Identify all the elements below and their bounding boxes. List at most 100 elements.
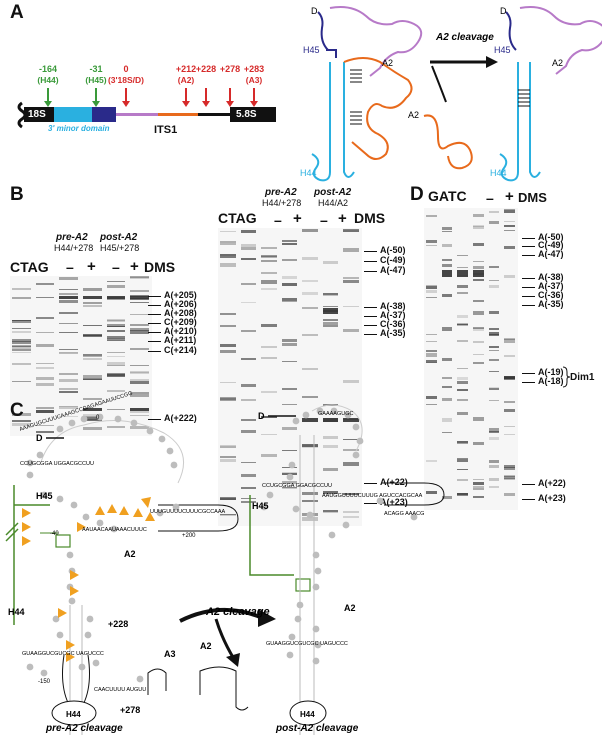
gel-band: [12, 345, 31, 349]
gel-band: [504, 401, 515, 403]
dms-reactive-nucleotide: [92, 659, 100, 667]
gel-band: [83, 377, 102, 380]
gel-band: [220, 445, 236, 449]
gel-band: [441, 376, 453, 379]
gel-band: [441, 294, 453, 298]
dms-reactive-nucleotide: [314, 641, 322, 649]
gel-band: [106, 364, 126, 366]
post-seq-h45: CCUGCGGA GGACGCCUU: [262, 483, 332, 489]
c-pre-h44-loop: H44: [66, 710, 81, 719]
gel-band-strong: [130, 296, 149, 299]
gel-band: [322, 445, 339, 449]
modification-triangle: [107, 504, 117, 513]
gel-band: [59, 300, 78, 303]
gel-band: [322, 491, 339, 495]
dms-reactive-nucleotide: [312, 625, 320, 633]
gel-band: [457, 377, 468, 381]
gel-band: [240, 384, 257, 387]
dms-reactive-nucleotide: [342, 521, 350, 529]
b-plus-1: +: [87, 258, 96, 275]
d-tick-1: [522, 246, 535, 248]
gel-band: [343, 449, 359, 451]
gel-band: [504, 426, 515, 428]
dms-reactive-nucleotide: [166, 447, 174, 455]
site-arrowhead-4: [202, 101, 210, 107]
gel-band: [12, 380, 31, 383]
gel-band: [504, 467, 515, 471]
gel-band: [281, 342, 298, 346]
dms-reactive-nucleotide: [146, 427, 154, 435]
dms-reactive-nucleotide: [110, 525, 118, 533]
gel-band: [35, 283, 55, 286]
gel-band: [457, 381, 468, 385]
gel-band: [12, 330, 31, 333]
gel-lane: [130, 276, 149, 436]
panel-c-structures: AAAGUGCUUUCAAAGCCGAGAGAAUUCCGG CCUGCGGA …: [5, 391, 445, 735]
gel-band: [488, 387, 500, 391]
dms-reactive-nucleotide: [136, 675, 144, 683]
gel-band: [240, 229, 257, 233]
c-released-arrowhead: [226, 653, 240, 667]
cartoon-d-label: D: [311, 6, 318, 16]
c-pre-a3-label: A3: [164, 649, 176, 659]
dms-reactive-nucleotide: [314, 567, 322, 575]
gel-band: [281, 282, 298, 287]
gel-band: [281, 480, 298, 484]
gel-lane: [281, 228, 298, 526]
pre-seq-h44: GUAAGGUCGUCGC UAGUCCC: [22, 651, 104, 657]
cartoon-h44-label: H44: [300, 168, 317, 178]
gel-band: [220, 514, 236, 516]
gel-band: [322, 325, 339, 328]
gel-band: [130, 379, 149, 382]
d-label-5: C(-36): [538, 290, 564, 300]
b-right-tick-4: [364, 316, 377, 318]
gel-band: [240, 257, 257, 260]
gel-band: [322, 305, 339, 308]
gel-band: [426, 353, 437, 357]
c-post-d-label: D: [258, 411, 265, 421]
gel-band: [473, 341, 484, 343]
b-right-tick-1: [364, 261, 377, 263]
gel-band: [261, 391, 277, 393]
gel-band: [106, 319, 126, 322]
gel-band: [12, 349, 31, 351]
modification-triangle: [66, 652, 75, 662]
gel-band: [240, 247, 257, 250]
b-left-label-2: A(+208): [164, 308, 197, 318]
gel-band: [12, 338, 31, 342]
dms-reactive-nucleotide: [96, 519, 104, 527]
b-post-a2-left: post-A2: [100, 232, 138, 243]
b-pre-a2-left: pre-A2: [56, 232, 88, 243]
d-label-1: C(-49): [538, 240, 564, 250]
gel-band: [83, 358, 102, 361]
gel-band: [457, 323, 468, 326]
cleavage-arrowhead-a: [486, 56, 498, 68]
dms-reactive-nucleotide: [316, 407, 324, 415]
gel-band: [281, 243, 298, 245]
gel-band: [35, 367, 55, 370]
panel-letter-a: A: [10, 2, 24, 23]
gel-band: [504, 210, 515, 213]
c-released-arrow: [214, 618, 236, 660]
gel-band: [106, 326, 126, 328]
b-post-a2-right: post-A2: [314, 187, 352, 198]
gel-band-strong: [83, 408, 102, 411]
a2-cleavage-label-a: A2 cleavage: [435, 32, 494, 43]
gel-band: [59, 288, 78, 291]
gel-band: [457, 340, 468, 343]
dms-reactive-nucleotide: [84, 631, 92, 639]
gel-band: [83, 287, 102, 292]
released-fragment-arrow: [431, 65, 447, 103]
b-pre-primer-right: H44/+278: [262, 198, 302, 208]
gel-band: [457, 492, 468, 496]
gel-band: [83, 334, 102, 338]
gel-band: [220, 254, 236, 258]
c-post-h44-loop: H44: [300, 710, 315, 719]
site-arrowhead-2: [122, 101, 130, 107]
b-left-label-7: A(+222): [164, 413, 197, 423]
dms-reactive-nucleotide: [86, 615, 94, 623]
post-seq-a2: ACAGG AAACG: [384, 511, 424, 517]
pre-seq-lower: CAACUUUU AUGUU: [94, 687, 146, 693]
site-pos-2: 0: [123, 64, 128, 74]
gel-band: [488, 460, 500, 463]
